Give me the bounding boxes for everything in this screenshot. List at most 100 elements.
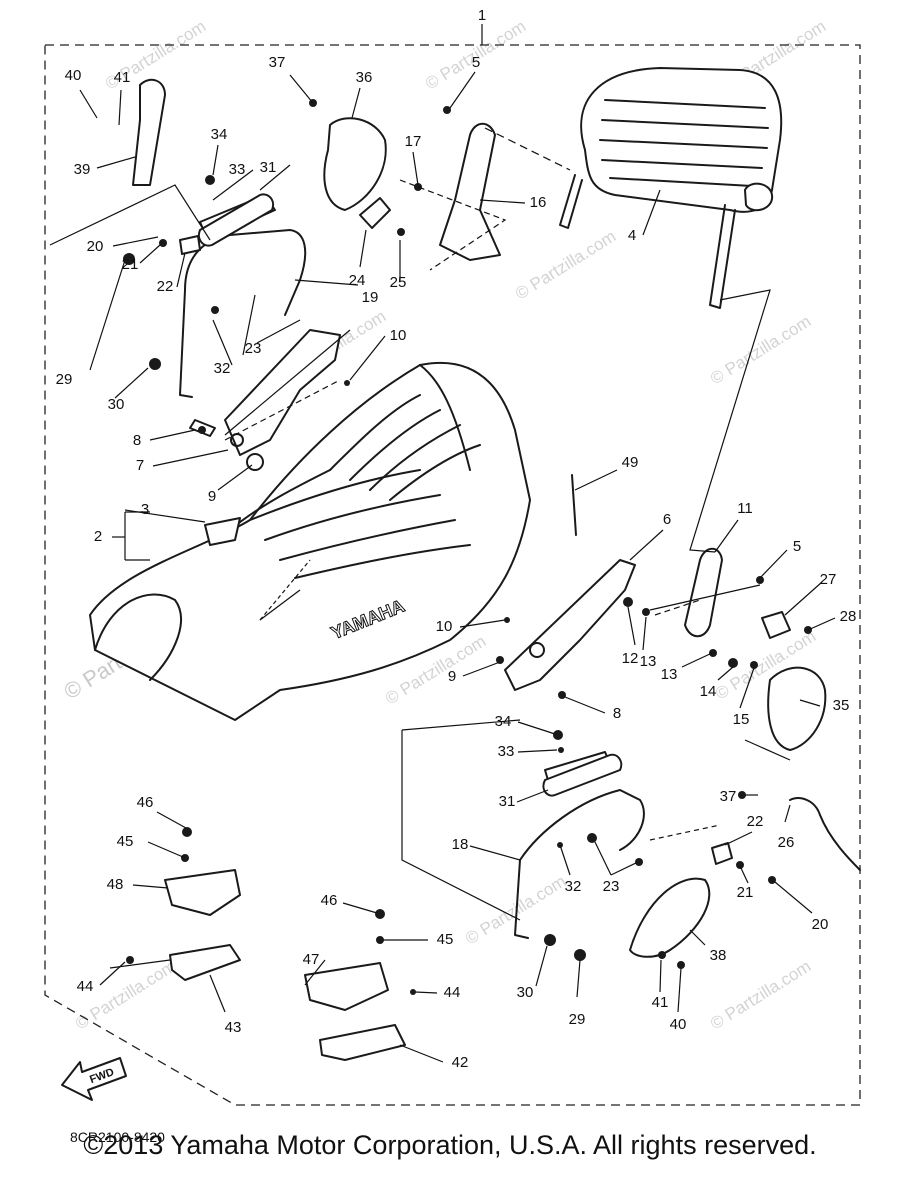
- callout-label: 38: [710, 947, 727, 964]
- cover-36: [323, 117, 387, 211]
- callout-label: 49: [622, 454, 639, 471]
- callout-label: 2: [94, 528, 102, 545]
- callout-label: 9: [448, 668, 456, 685]
- callout-label: 39: [74, 161, 91, 178]
- callout-label: 5: [793, 538, 801, 555]
- callout-label: 30: [517, 984, 534, 1001]
- callout-label: 16: [530, 194, 547, 211]
- handle-31-upper: [198, 193, 274, 247]
- callout-label: 23: [603, 878, 620, 895]
- callout-label: 41: [114, 69, 131, 86]
- rod-49: [571, 474, 577, 536]
- callout-label: 44: [444, 984, 461, 1001]
- hinge-11: [684, 547, 723, 638]
- callout-label: 20: [87, 238, 104, 255]
- callout-label: 15: [733, 711, 750, 728]
- callout-label: 46: [137, 794, 154, 811]
- callout-label: 30: [108, 396, 125, 413]
- callout-label: 19: [362, 289, 379, 306]
- backrest: [559, 67, 783, 309]
- watermark: © Partzilla.com: [512, 227, 619, 304]
- switch-27: [761, 611, 791, 639]
- callout-label: 10: [390, 327, 407, 344]
- callout-label: 31: [499, 793, 516, 810]
- clamp-47: [304, 962, 389, 1011]
- callout-label: 9: [208, 488, 216, 505]
- callout-label: 13: [661, 666, 678, 683]
- callout-label: 45: [117, 833, 134, 850]
- callout-label: 1: [478, 7, 486, 24]
- callout-label: 33: [498, 743, 515, 760]
- callout-label: 28: [840, 608, 857, 625]
- callout-label: 41: [652, 994, 669, 1011]
- callout-label: 33: [229, 161, 246, 178]
- callouts: [79, 71, 836, 1063]
- callout-label: 8: [613, 705, 621, 722]
- base-42: [319, 1024, 406, 1061]
- callout-label: 42: [452, 1054, 469, 1071]
- callout-label: 25: [390, 274, 407, 291]
- right-bracket: [504, 559, 636, 691]
- watermark: © Partzilla.com: [72, 957, 179, 1034]
- callout-label: 40: [65, 67, 82, 84]
- copyright-footer: ©2013 Yamaha Motor Corporation, U.S.A. A…: [83, 1130, 817, 1160]
- callout-label: 46: [321, 892, 338, 909]
- assembly-border: [44, 44, 861, 1106]
- handle-31-lower: [542, 753, 623, 797]
- part-code: 8CR2100-8420: [70, 1129, 165, 1145]
- hinge-16: [439, 122, 501, 261]
- callout-label: 8: [133, 432, 141, 449]
- callout-label: 34: [495, 713, 512, 730]
- callout-label: 47: [303, 951, 320, 968]
- seat: YAMAHA: [89, 361, 531, 721]
- pin-22-upper: [179, 235, 201, 255]
- callout-label: 26: [778, 834, 795, 851]
- watermark: © Partzilla.com: [707, 312, 814, 389]
- callout-label: 5: [472, 54, 480, 71]
- callout-label: 36: [356, 69, 373, 86]
- callout-label: 22: [747, 813, 764, 830]
- watermark: © Partzilla.com: [707, 957, 814, 1034]
- callout-label: 48: [107, 876, 124, 893]
- callout-label: 10: [436, 618, 453, 635]
- callout-label: 37: [720, 788, 737, 805]
- callout-label: 34: [211, 126, 228, 143]
- cover-38: [629, 877, 711, 958]
- fasteners: [123, 99, 812, 995]
- callout-label: 6: [663, 511, 671, 528]
- latch-24: [359, 197, 391, 229]
- callout-label: 29: [569, 1011, 586, 1028]
- callout-label: 29: [56, 371, 73, 388]
- callout-label: 24: [349, 272, 366, 289]
- callout-label: 7: [136, 457, 144, 474]
- callout-labels: 1 2 3 4 5 5 6 7 8 8 9 9 10 10 11 12 13 1…: [56, 7, 857, 1071]
- callout-label: 23: [245, 340, 262, 357]
- callout-label: 17: [405, 133, 422, 150]
- callout-label: 27: [820, 571, 837, 588]
- base-43: [169, 944, 241, 981]
- callout-label: 13: [640, 653, 657, 670]
- callout-label: 21: [122, 256, 139, 273]
- clamp-48: [164, 869, 241, 916]
- callout-label: 37: [269, 54, 286, 71]
- callout-label: 18: [452, 836, 469, 853]
- callout-label: 20: [812, 916, 829, 933]
- callout-label: 21: [737, 884, 754, 901]
- callout-label: 44: [77, 978, 94, 995]
- fwd-arrow-icon: FWD: [61, 1057, 127, 1101]
- callout-label: 40: [670, 1016, 687, 1033]
- cable-26: [789, 797, 861, 871]
- callout-label: 31: [260, 159, 277, 176]
- callout-label: 14: [700, 683, 717, 700]
- callout-label: 45: [437, 931, 454, 948]
- callout-label: 32: [565, 878, 582, 895]
- callout-label: 35: [833, 697, 850, 714]
- callout-label: 12: [622, 650, 639, 667]
- cover-35: [767, 666, 827, 751]
- cover-39: [132, 78, 166, 186]
- callout-label: 3: [141, 501, 149, 518]
- callout-label: 22: [157, 278, 174, 295]
- callout-label: 4: [628, 227, 636, 244]
- callout-label: 43: [225, 1019, 242, 1036]
